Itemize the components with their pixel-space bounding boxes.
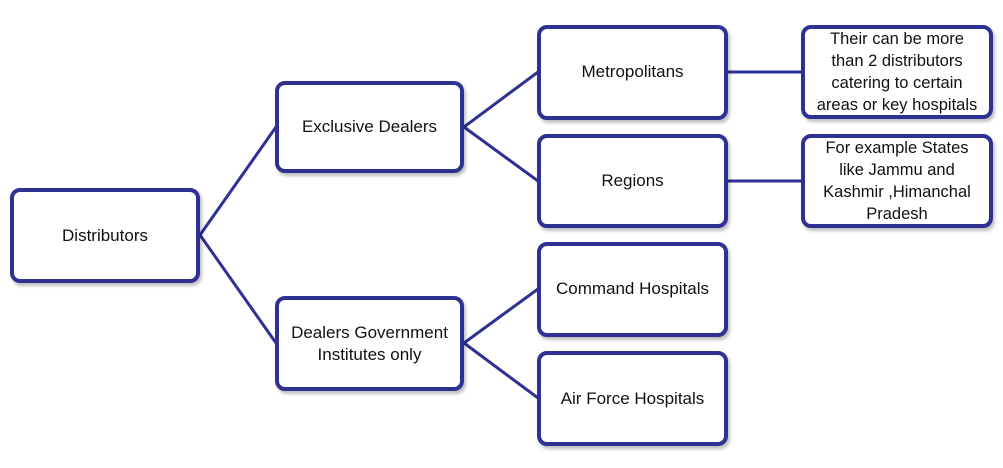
- edge-government-command: [463, 287, 539, 345]
- note-text: For example States like Jammu and Kashmi…: [823, 139, 971, 223]
- node-label: Distributors: [62, 225, 148, 245]
- node-label: Metropolitans: [581, 61, 684, 81]
- node-label: Exclusive Dealers: [301, 117, 438, 136]
- node-exclusive-dealers: Exclusive Dealers: [275, 81, 464, 173]
- node-dealers-government: Dealers Government Institutes only: [275, 296, 464, 391]
- node-label: Regions: [601, 171, 664, 190]
- edge-government-airforce: [463, 341, 539, 400]
- edge-exclusive-metropolitans: [463, 70, 539, 129]
- node-label: Dealers Government Institutes only: [291, 322, 448, 364]
- node-label: Air Force Hospitals: [560, 388, 705, 408]
- node-distributors: Distributors: [10, 188, 200, 283]
- node-air-force-hospitals: Air Force Hospitals: [537, 351, 728, 446]
- node-label: Command Hospitals: [555, 279, 710, 298]
- edge-distributors-government: [198, 234, 278, 344]
- edge-distributors-exclusive: [198, 126, 278, 236]
- node-command-hospitals: Command Hospitals: [537, 242, 728, 337]
- note-text: Their can be more than 2 distributors ca…: [816, 30, 978, 114]
- node-metropolitans: Metropolitans: [537, 25, 728, 120]
- node-regions: Regions: [537, 134, 728, 228]
- edge-exclusive-regions: [463, 125, 539, 183]
- note-metropolitans: Their can be more than 2 distributors ca…: [801, 25, 993, 119]
- note-regions: For example States like Jammu and Kashmi…: [801, 134, 993, 228]
